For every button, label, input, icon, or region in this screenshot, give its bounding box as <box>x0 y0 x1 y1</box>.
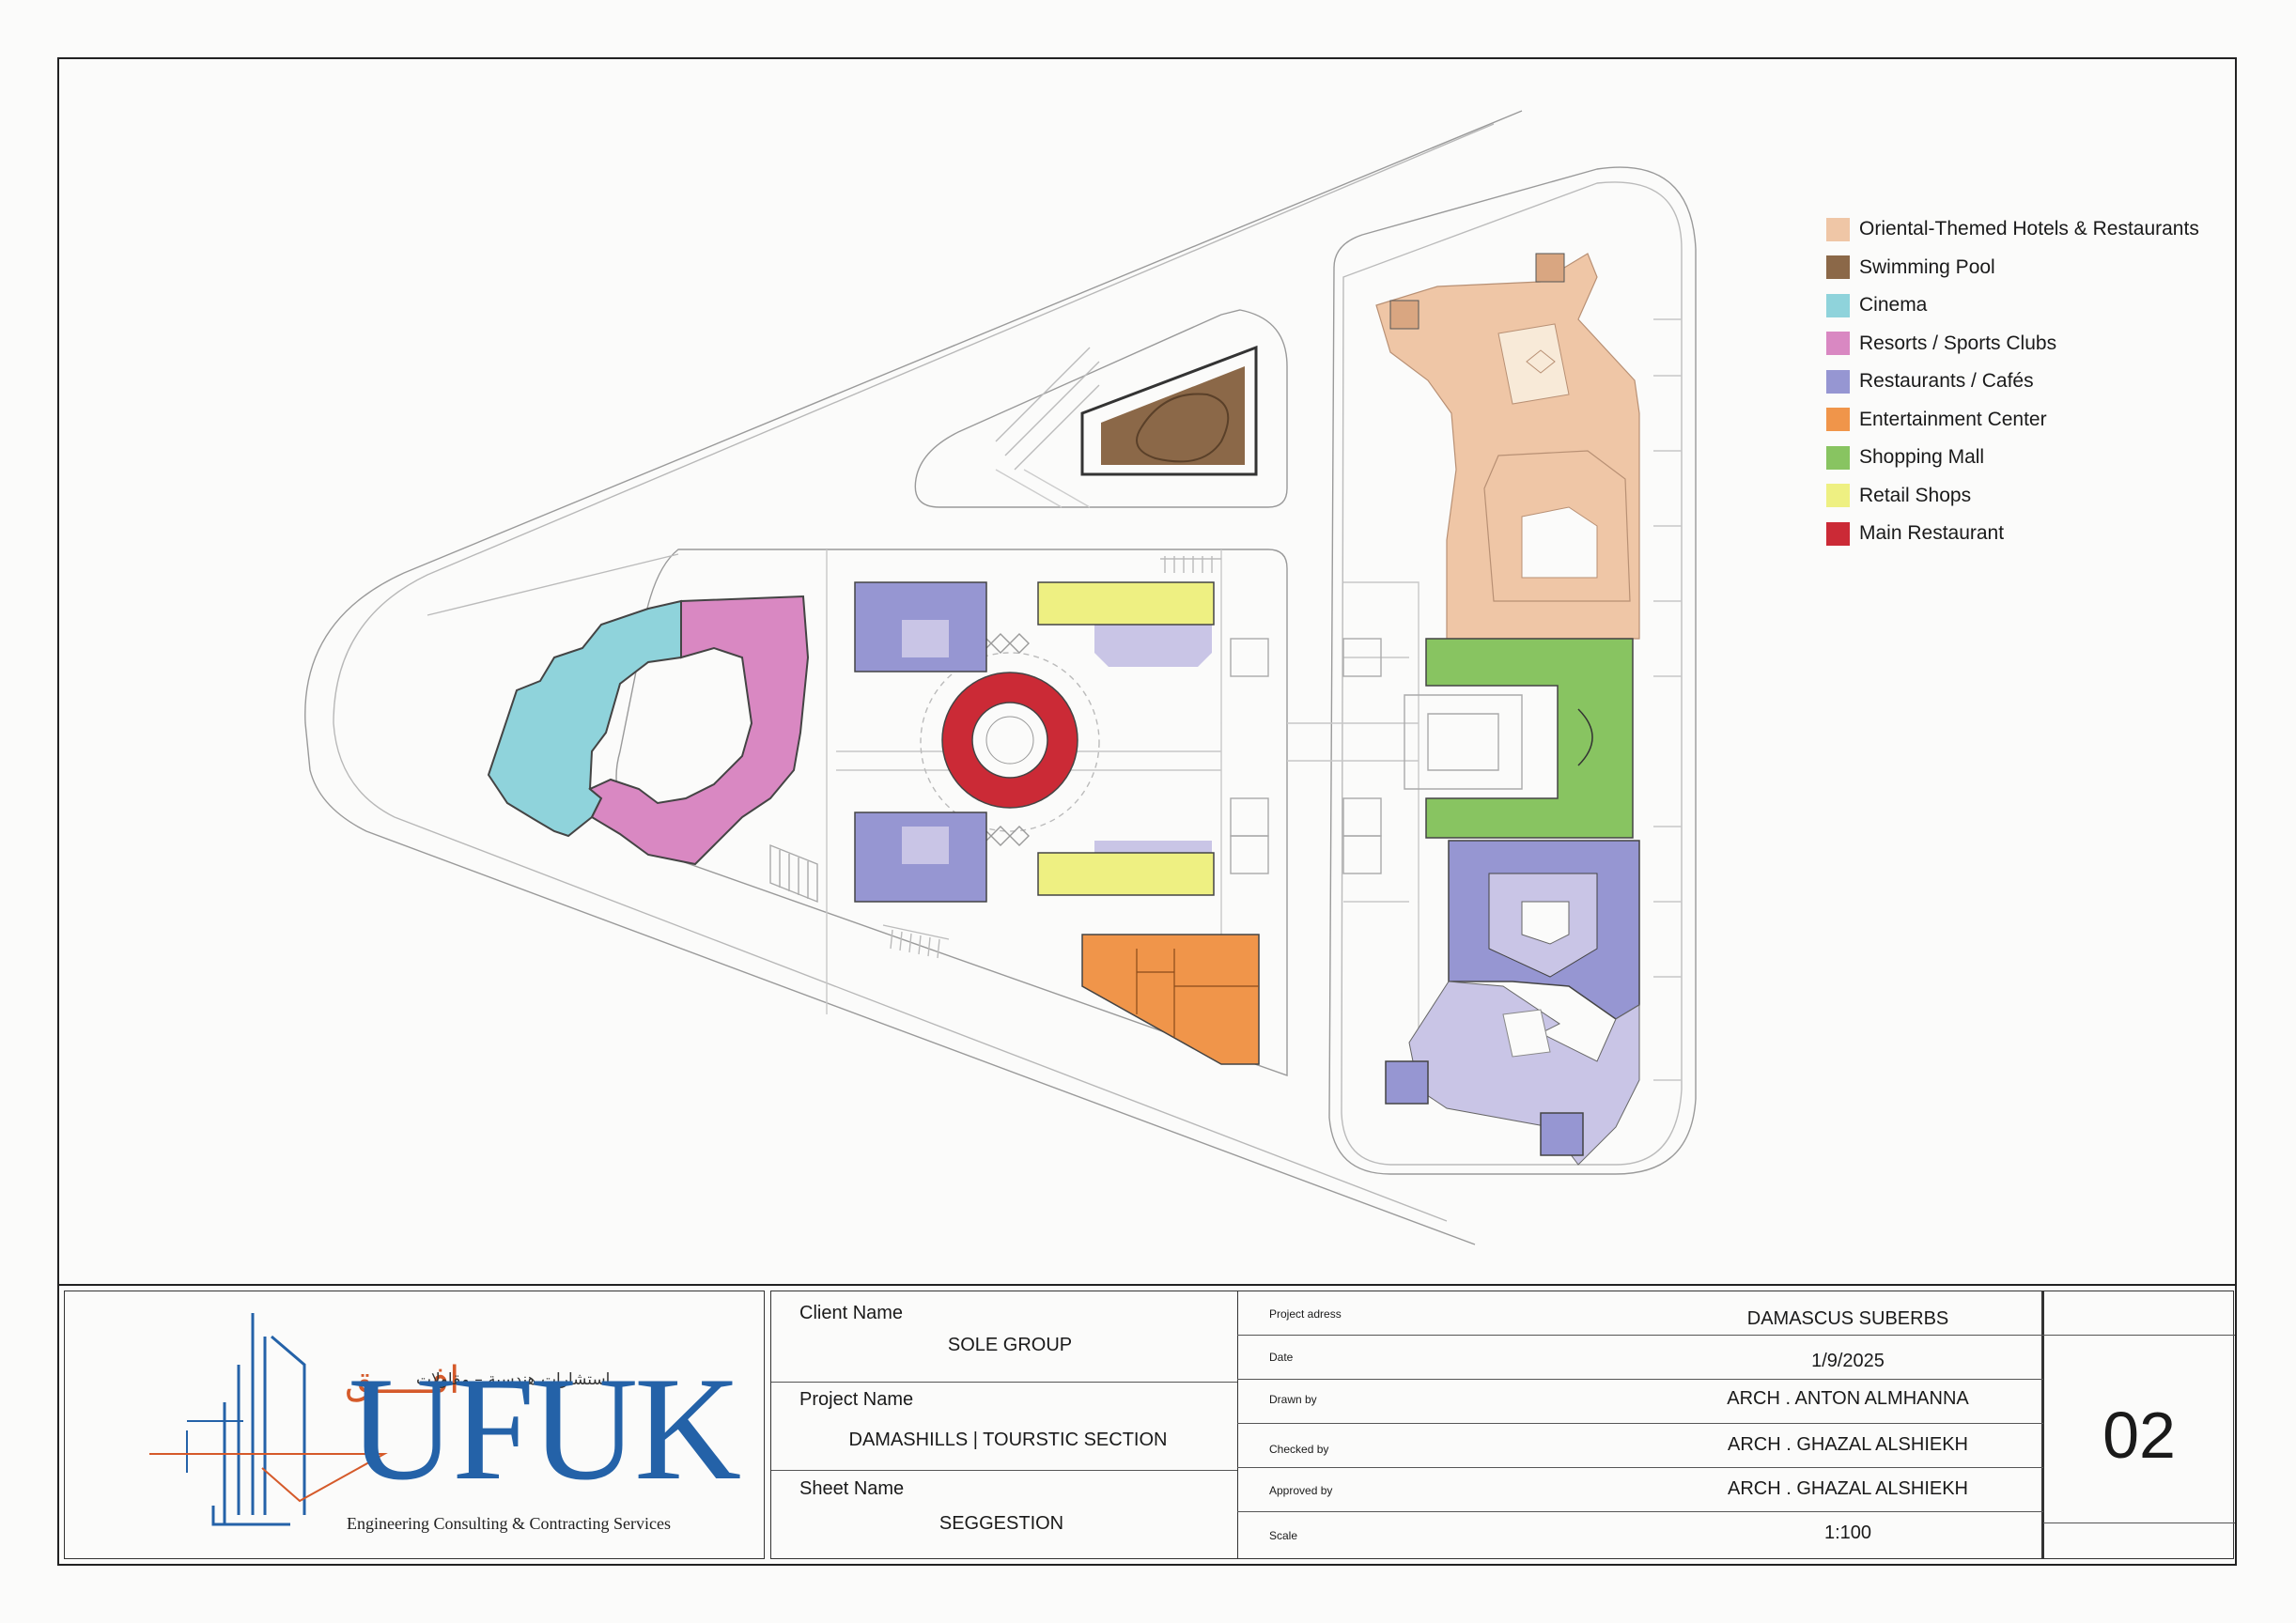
info-table: Client Name SOLE GROUP Project Name DAMA… <box>770 1291 2235 1559</box>
legend-label: Shopping Mall <box>1859 446 1985 469</box>
project-address-value: DAMASCUS SUBERBS <box>1746 1308 1949 1329</box>
legend-item: Retail Shops <box>1826 477 2240 516</box>
hotels-zone <box>1375 253 1640 640</box>
logo-arabic-subtitle: استشارات هندسية – مقاولات <box>416 1370 611 1389</box>
entertainment-center-zone <box>1081 934 1260 1065</box>
cinema-zone <box>487 599 682 838</box>
legend-swatch <box>1826 217 1850 241</box>
scale-value: 1:100 <box>1823 1523 1872 1543</box>
logo-tagline: Engineering Consulting & Contracting Ser… <box>347 1514 671 1533</box>
company-logo: افـــــق استشارات هندسية – مقاولات UFUK … <box>64 1291 765 1559</box>
legend-swatch <box>1826 293 1850 317</box>
restaurants-light-zone <box>1094 625 1212 883</box>
resorts-zone <box>588 595 810 866</box>
legend-swatch <box>1826 521 1850 546</box>
project-name-value: DAMASHILLS | TOURSTIC SECTION <box>848 1430 1168 1450</box>
legend-swatch <box>1826 332 1850 356</box>
sheet-name-value: SEGGESTION <box>939 1513 1064 1534</box>
legend-label: Cinema <box>1859 294 1928 317</box>
legend-label: Restaurants / Cafés <box>1859 370 2034 393</box>
legend-label: Main Restaurant <box>1859 522 2005 545</box>
date-value: 1/9/2025 <box>1811 1351 1885 1371</box>
main-restaurant-zone <box>941 672 1078 809</box>
project-name-label: Project Name <box>799 1389 914 1410</box>
legend-swatch <box>1826 369 1850 394</box>
legend-swatch <box>1826 445 1850 470</box>
project-address-label: Project adress <box>1269 1307 1342 1321</box>
site-boundary-inner <box>333 123 1495 1222</box>
shopping-mall-zone <box>1425 638 1634 839</box>
site-plan <box>304 110 1697 1245</box>
date-label: Date <box>1269 1351 1294 1364</box>
logo-mark <box>149 1313 388 1526</box>
logo-wordmark: UFUK <box>349 1347 741 1511</box>
legend-label: Entertainment Center <box>1859 408 2047 430</box>
legend-item: Shopping Mall <box>1826 439 2240 477</box>
legend-label: Resorts / Sports Clubs <box>1859 332 2057 354</box>
sheet-border <box>57 57 2237 1566</box>
legend-item: Main Restaurant <box>1826 515 2240 553</box>
checked-by-label: Checked by <box>1269 1443 1329 1456</box>
site-boundary <box>304 110 1523 1245</box>
restaurants-zone-east <box>1385 840 1640 1166</box>
pool-island-outline <box>914 309 1288 508</box>
right-block-outline <box>1328 166 1697 1175</box>
approved-by-value: ARCH . GHAZAL ALSHIEKH <box>1728 1478 1968 1499</box>
legend-swatch <box>1826 408 1850 432</box>
legend-swatch <box>1826 484 1850 508</box>
client-name-label: Client Name <box>799 1303 904 1323</box>
legend-item: Resorts / Sports Clubs <box>1826 325 2240 363</box>
restaurants-zone-west <box>854 581 987 903</box>
retail-shops-zone <box>1037 581 1215 896</box>
sheet-number: 02 <box>2102 1399 2176 1472</box>
legend-item: Swimming Pool <box>1826 249 2240 287</box>
approved-by-label: Approved by <box>1269 1484 1333 1497</box>
legend-label: Swimming Pool <box>1859 255 1995 278</box>
legend-swatch <box>1826 255 1850 280</box>
legend-item: Cinema <box>1826 286 2240 325</box>
legend-item: Oriental-Themed Hotels & Restaurants <box>1826 210 2240 249</box>
swimming-pool-zone <box>1080 345 1258 476</box>
drawn-by-value: ARCH . ANTON ALMHANNA <box>1727 1388 1969 1409</box>
client-name-value: SOLE GROUP <box>947 1335 1073 1355</box>
title-block <box>57 1284 2237 1566</box>
legend-label: Retail Shops <box>1859 484 1972 506</box>
logo-arabic-brand: افـــــق <box>345 1359 460 1402</box>
legend-item: Entertainment Center <box>1826 401 2240 440</box>
sheet-name-label: Sheet Name <box>799 1478 905 1499</box>
drawn-by-label: Drawn by <box>1269 1393 1317 1406</box>
scale-label: Scale <box>1269 1529 1298 1542</box>
legend-item: Restaurants / Cafés <box>1826 363 2240 401</box>
legend-label: Oriental-Themed Hotels & Restaurants <box>1859 218 2199 240</box>
checked-by-value: ARCH . GHAZAL ALSHIEKH <box>1728 1434 1968 1455</box>
